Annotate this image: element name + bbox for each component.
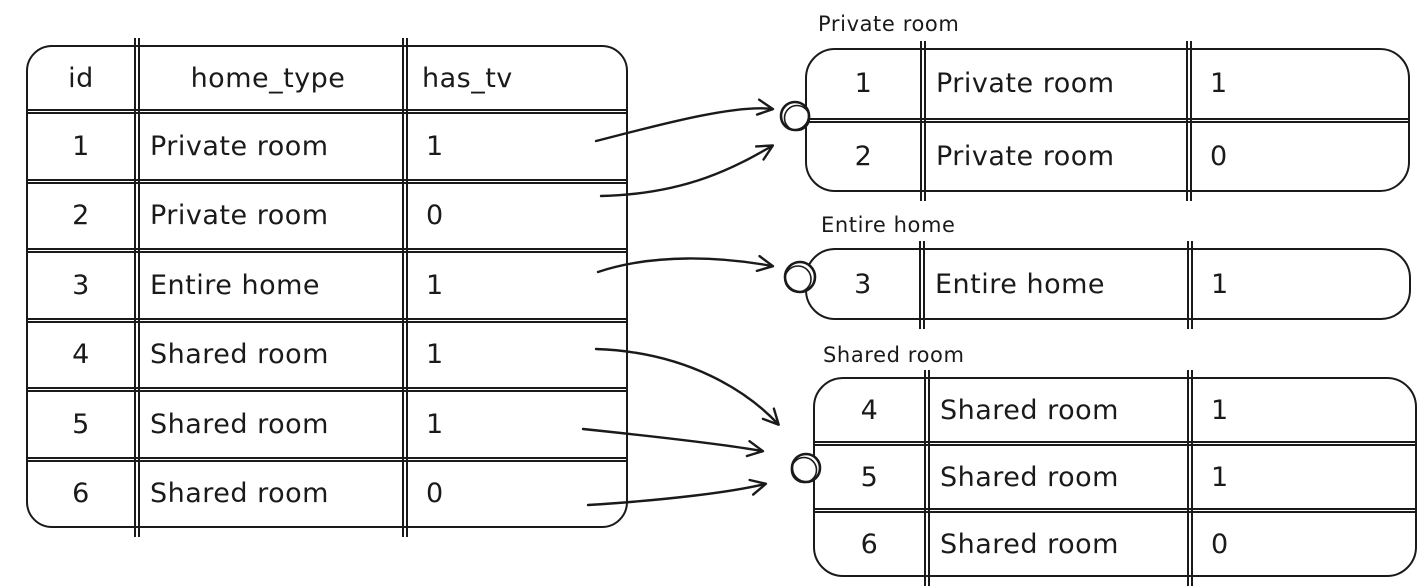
cell-has-tv: 1 [1211,394,1229,426]
cell-id: 4 [860,394,879,426]
cell-id: 3 [854,268,872,300]
cell-has-tv: 1 [426,408,444,440]
column-separator [924,370,930,586]
table-row: 2 Private room 0 [807,117,1408,191]
column-separator [1187,370,1193,586]
cell-home-type: Entire home [150,269,321,301]
cell-home-type: Private room [150,130,329,162]
cell-has-tv: 1 [426,130,444,162]
cell-has-tv: 1 [426,269,444,301]
cell-home-type: Private room [150,200,329,232]
source-header-row: id home_type has_tv [28,47,626,109]
cell-has-tv: 1 [1211,461,1229,493]
table-row: 3 Entire home 1 [28,248,626,318]
column-separator [920,41,926,201]
column-separator [1187,241,1193,329]
cell-has-tv: 0 [1210,140,1228,172]
cell-id: 4 [72,339,90,371]
cell-has-tv: 0 [426,200,444,232]
table-row: 5 Shared room 1 [28,387,626,457]
column-header-home-type: home_type [190,62,346,94]
table-row: 6 Shared room 0 [28,456,626,527]
cell-has-tv: 1 [426,339,444,371]
cell-id: 5 [860,461,879,493]
table-row: 3 Entire home 1 [807,250,1409,318]
column-header-id: id [68,62,94,94]
cell-has-tv: 1 [1211,268,1229,300]
group-table-private-room: 1 Private room 1 2 Private room 0 [805,41,1410,201]
cell-home-type: Shared room [940,528,1119,560]
table-row: 1 Private room 1 [28,109,626,179]
cell-id: 1 [72,130,90,162]
table-row: 5 Shared room 1 [815,441,1415,508]
cell-id: 1 [854,68,873,100]
cell-id: 2 [72,200,90,232]
cell-home-type: Private room [936,68,1115,100]
table-row: 1 Private room 1 [807,50,1408,118]
cell-home-type: Shared room [150,339,329,371]
group-label-shared-room: Shared room [823,343,965,367]
cell-id: 5 [72,408,90,440]
cell-id: 6 [72,478,90,510]
cell-home-type: Shared room [150,478,329,510]
column-separator [134,38,140,537]
table-row: 4 Shared room 1 [28,317,626,388]
cell-home-type: Shared room [940,394,1119,426]
source-table: id home_type has_tv 1 Private room 1 2 P… [26,38,628,537]
table-row: 6 Shared room 0 [815,508,1415,575]
group-label-private-room: Private room [818,12,960,36]
cell-home-type: Shared room [940,461,1119,493]
cell-id: 6 [860,528,879,560]
cell-id: 2 [854,140,873,172]
group-table-entire-home: 3 Entire home 1 [805,241,1411,329]
cell-home-type: Private room [936,140,1115,172]
cell-has-tv: 0 [1211,528,1229,560]
column-separator [919,241,925,329]
column-separator [402,38,408,537]
column-header-has-tv: has_tv [422,62,513,94]
column-separator [1186,41,1192,201]
group-table-shared-room: 4 Shared room 1 5 Shared room 1 6 Shared… [813,370,1417,586]
cell-has-tv: 0 [426,478,444,510]
cell-home-type: Entire home [935,268,1106,300]
table-row: 4 Shared room 1 [815,379,1415,441]
cell-has-tv: 1 [1210,68,1228,100]
cell-home-type: Shared room [150,408,329,440]
table-row: 2 Private room 0 [28,178,626,249]
cell-id: 3 [72,269,90,301]
group-label-entire-home: Entire home [821,213,956,237]
